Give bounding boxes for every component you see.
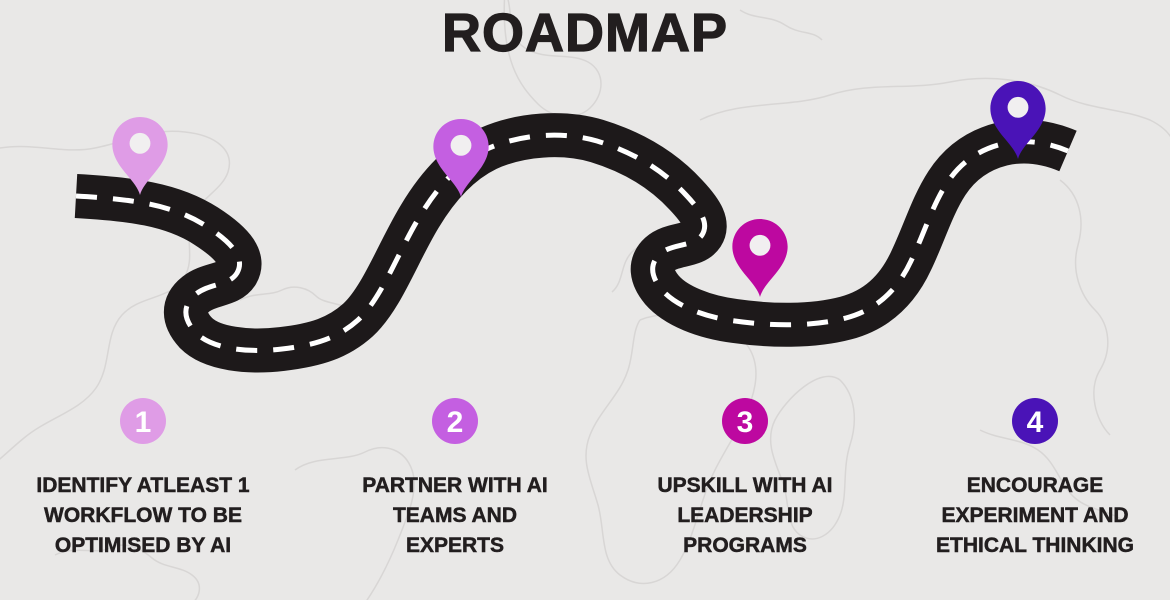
step-label-line: PROGRAMS <box>683 534 807 558</box>
road-asphalt <box>74 113 1077 373</box>
step-4: 4 ENCOURAGE EXPERIMENT AND ETHICAL THINK… <box>885 398 1170 561</box>
step-number: 3 <box>737 406 754 439</box>
step-label-line: EXPERIMENT AND <box>941 504 1129 528</box>
step-label-line: TEAMS AND <box>392 504 518 528</box>
step-label: IDENTIFY ATLEAST 1 WORKFLOW TO BE OPTIMI… <box>36 471 250 561</box>
map-pin-icon <box>433 119 489 197</box>
step-label-line: UPSKILL WITH AI <box>657 474 833 498</box>
step-label: ENCOURAGE EXPERIMENT AND ETHICAL THINKIN… <box>936 471 1134 561</box>
step-label-line: PARTNER WITH AI <box>362 474 548 498</box>
map-pin-icon <box>112 117 168 195</box>
page-title: ROADMAP <box>441 2 728 63</box>
step-number: 1 <box>135 406 152 439</box>
step-number-badge: 1 <box>120 398 166 444</box>
location-pin-2 <box>432 116 490 205</box>
step-label-line: OPTIMISED BY AI <box>54 534 232 558</box>
step-label-line: WORKFLOW TO BE <box>44 504 242 528</box>
step-label: UPSKILL WITH AI LEADERSHIP PROGRAMS <box>657 471 833 561</box>
step-number-badge: 4 <box>1012 398 1058 444</box>
step-label-line: ENCOURAGE <box>966 474 1104 498</box>
location-pin-1 <box>111 114 169 203</box>
step-label-line: IDENTIFY ATLEAST 1 <box>36 474 250 498</box>
map-pin-icon <box>990 81 1046 159</box>
step-3: 3 UPSKILL WITH AI LEADERSHIP PROGRAMS <box>595 398 895 561</box>
step-label-line: ETHICAL THINKING <box>936 534 1134 558</box>
road-center-dashes <box>75 132 1069 353</box>
map-pin-icon <box>732 219 788 297</box>
step-number-badge: 2 <box>432 398 478 444</box>
step-number: 4 <box>1027 406 1044 439</box>
step-label: PARTNER WITH AI TEAMS AND EXPERTS <box>362 471 548 561</box>
step-2: 2 PARTNER WITH AI TEAMS AND EXPERTS <box>305 398 605 561</box>
step-number: 2 <box>447 406 464 439</box>
step-label-line: LEADERSHIP <box>677 504 813 528</box>
step-label-line: EXPERTS <box>405 534 505 558</box>
location-pin-3 <box>731 216 789 305</box>
step-1: 1 IDENTIFY ATLEAST 1 WORKFLOW TO BE OPTI… <box>0 398 293 561</box>
location-pin-4 <box>989 78 1047 167</box>
step-number-badge: 3 <box>722 398 768 444</box>
